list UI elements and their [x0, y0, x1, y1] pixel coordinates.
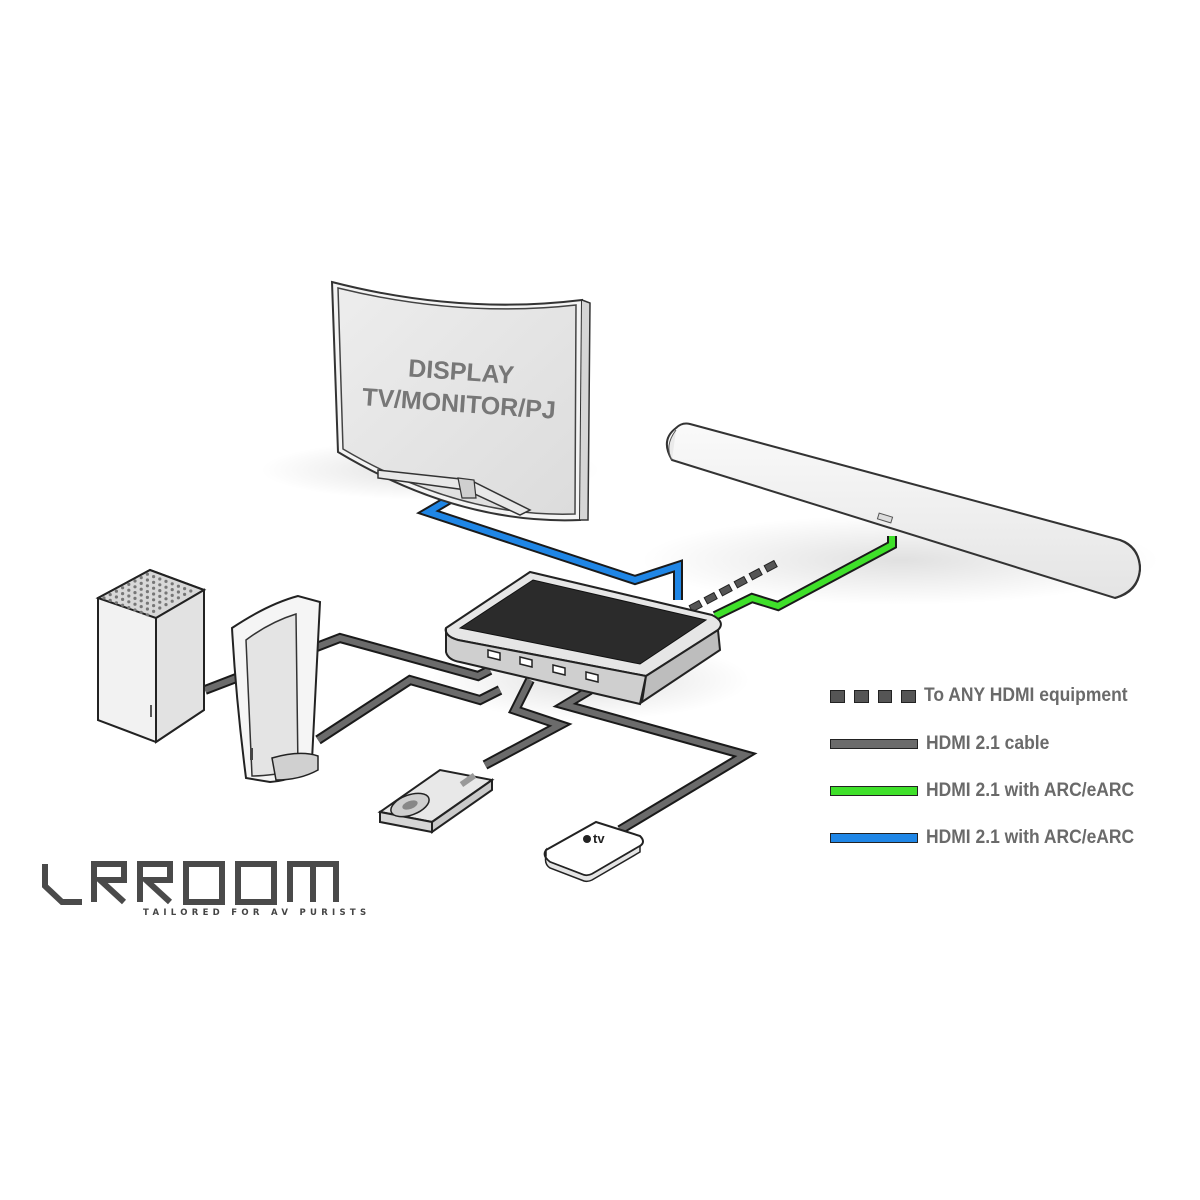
legend-swatch-blue: [830, 833, 918, 843]
xbox-vent-dot: [176, 596, 180, 600]
xbox-vent-dot: [114, 601, 118, 605]
graphics-card: [377, 768, 495, 834]
xbox-vent-dot: [139, 576, 143, 580]
xbox-vent-dot: [152, 609, 156, 614]
xbox-vent-dot: [176, 584, 180, 588]
xbox-vent-dot: [133, 602, 137, 606]
legend-label: HDMI 2.1 with ARC/eARC: [926, 780, 1135, 801]
brand-tagline: TAILORED FOR AV PURISTS: [143, 908, 371, 918]
xbox-vent-dot: [133, 596, 137, 601]
cable-green-arc: [712, 536, 897, 621]
xbox-vent-dot: [145, 601, 149, 605]
xbox-vent-dot: [102, 596, 106, 600]
xbox-vent-dot: [170, 593, 174, 598]
legend-label: To ANY HDMI equipment: [924, 685, 1128, 706]
legend-swatch-gray: [830, 739, 918, 749]
xbox-vent-dot: [145, 578, 149, 582]
apple-tv: [543, 820, 644, 883]
xbox-vent-dot: [108, 593, 112, 597]
xbox-vent-dot: [170, 582, 174, 586]
xbox-vent-dot: [133, 591, 137, 595]
xbox-vent-dot: [139, 581, 143, 586]
legend-swatch-green: [830, 786, 918, 796]
xbox-vent-dot: [158, 606, 162, 610]
xbox-vent-dot: [121, 597, 125, 602]
xbox-vent-dot: [164, 603, 168, 607]
xbox-vent-dot: [183, 587, 187, 591]
legend-item-green-arc: HDMI 2.1 with ARC/eARC: [830, 776, 1152, 806]
xbox-vent-dot: [145, 595, 149, 600]
xbox-vent-dot: [127, 600, 131, 604]
xbox-vent-dot: [114, 589, 118, 593]
legend-swatch-dashed: [830, 690, 916, 703]
xbox-vent-dot: [170, 588, 174, 592]
xbox-vent-dot: [139, 610, 143, 615]
legend-label: HDMI 2.1 with ARC/eARC: [926, 827, 1135, 848]
xbox-vent-dot: [145, 584, 149, 588]
display-tv: [330, 280, 591, 522]
cable-dashed-any-hdmi: [688, 559, 778, 613]
xbox-vent-dot: [121, 586, 125, 590]
hdmi-switch: [444, 570, 722, 706]
legend-item-blue-arc: HDMI 2.1 with ARC/eARC: [830, 823, 1152, 853]
xbox-vent-dot: [164, 597, 168, 601]
legend-item-hdmi-cable: HDMI 2.1 cable: [830, 729, 1060, 759]
xbox-vent-dot: [152, 580, 156, 585]
xbox-vent-dot: [152, 592, 156, 596]
xbox-vent-dot: [145, 607, 149, 611]
xbox-vent-dot: [145, 613, 149, 617]
xbox-vent-dot: [164, 591, 168, 595]
xbox-vent-dot: [158, 577, 162, 581]
xbox-vent-dot: [121, 603, 125, 607]
xbox-vent-dot: [114, 595, 118, 599]
cable-blue-arc: [415, 487, 683, 600]
xbox-vent-dot: [152, 575, 156, 579]
xbox-vent-dot: [127, 582, 131, 587]
xbox-vent-dot: [139, 593, 143, 597]
xbox-vent-dot: [152, 598, 156, 602]
legend-item-any-hdmi: To ANY HDMI equipment: [830, 681, 1145, 711]
xbox-vent-dot: [145, 590, 149, 594]
ps5-console: [230, 594, 322, 784]
xbox-vent-dot: [152, 586, 156, 590]
vrroom-logo-mark: [42, 861, 339, 905]
xbox-vent-dot: [170, 599, 174, 603]
xbox-vent-dot: [108, 598, 112, 603]
xbox-vent-dot: [133, 579, 137, 583]
legend-label: HDMI 2.1 cable: [926, 733, 1050, 754]
xbox-vent-dot: [133, 585, 137, 589]
soundbar: [665, 422, 1142, 600]
apple-tv-label: tv: [593, 831, 605, 846]
xbox-vent-dot: [189, 589, 193, 593]
xbox-vent-dot: [127, 606, 131, 610]
xbox-vent-dot: [158, 589, 162, 593]
xbox-vent-dot: [176, 590, 180, 594]
xbox-vent-dot: [127, 588, 131, 592]
xbox-vent-dot: [139, 587, 143, 591]
xbox-vent-dot: [183, 592, 187, 597]
xbox-vent-dot: [133, 608, 137, 612]
xbox-vent-dot: [139, 599, 143, 603]
xbox-vent-dot: [145, 572, 149, 576]
xbox-vent-dot: [158, 600, 162, 604]
xbox-vent-dot: [139, 605, 143, 609]
xbox-vent-dot: [158, 594, 162, 599]
xbox-vent-dot: [152, 604, 156, 608]
xbox-vent-dot: [164, 585, 168, 589]
xbox-vent-dot: [158, 583, 162, 587]
xbox-vent-dot: [127, 594, 131, 598]
xbox-vent-dot: [164, 579, 168, 584]
xbox-vent-dot: [121, 592, 125, 596]
brand-logo: [42, 860, 342, 911]
xbox-console: [95, 568, 207, 744]
